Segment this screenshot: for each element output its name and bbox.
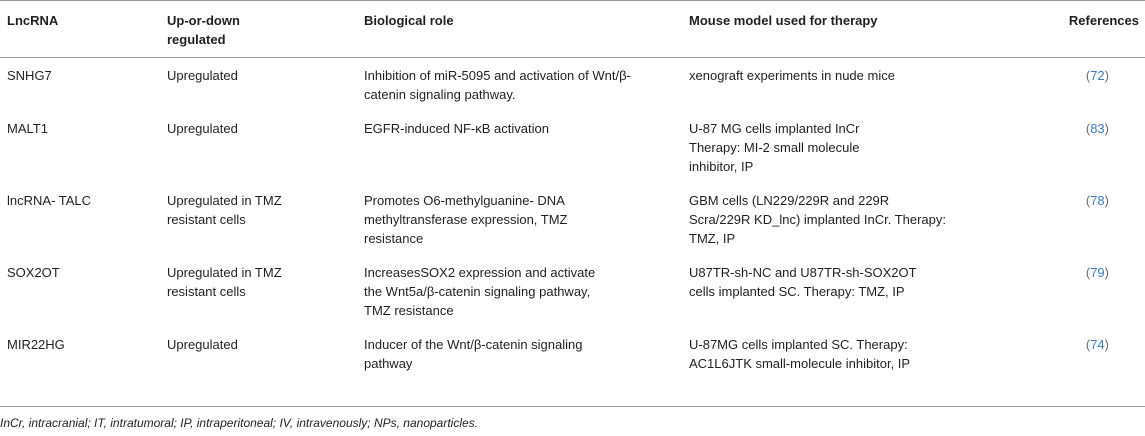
cell-reference[interactable]: (72) bbox=[1085, 68, 1109, 83]
cell-role-text: Promotes O6-methylguanine- DNA methyltra… bbox=[364, 193, 568, 246]
header-mouse-model: Mouse model used for therapy bbox=[689, 13, 878, 28]
cell-role: IncreasesSOX2 expression and activate th… bbox=[364, 255, 689, 327]
cell-model: xenograft experiments in nude mice bbox=[689, 58, 1029, 112]
table-row: lncRNA- TALC Upregulated in TMZ resistan… bbox=[0, 183, 1145, 255]
header-regulation: Up-or-down regulated bbox=[167, 1, 364, 58]
lncrna-table-container: LncRNA Up-or-down regulated Biological r… bbox=[0, 0, 1145, 406]
reference-link[interactable]: 83 bbox=[1090, 121, 1105, 136]
cell-model-text: U-87 MG cells implanted InCr Therapy: MI… bbox=[689, 121, 860, 174]
cell-reference[interactable]: (79) bbox=[1085, 265, 1109, 280]
cell-model: U87TR-sh-NC and U87TR-sh-SOX2OT cells im… bbox=[689, 255, 1029, 327]
cell-lncrna: SOX2OT bbox=[7, 265, 60, 280]
header-references: References bbox=[1068, 13, 1139, 28]
table-row: MALT1 Upregulated EGFR-induced NF-κB act… bbox=[0, 111, 1145, 183]
cell-regulation-text: Upregulated in TMZ resistant cells bbox=[167, 193, 282, 227]
table-header: LncRNA Up-or-down regulated Biological r… bbox=[0, 0, 1145, 58]
cell-role-text: EGFR-induced NF-κB activation bbox=[364, 121, 549, 136]
cell-lncrna: MALT1 bbox=[7, 121, 48, 136]
cell-role-text: Inducer of the Wnt/β-catenin signaling p… bbox=[364, 337, 583, 371]
header-lncrna: LncRNA bbox=[7, 13, 59, 28]
cell-regulation: Upregulated in TMZ resistant cells bbox=[167, 183, 364, 255]
cell-model: U-87MG cells implanted SC. Therapy: AC1L… bbox=[689, 327, 1029, 406]
table-row: SOX2OT Upregulated in TMZ resistant cell… bbox=[0, 255, 1145, 327]
table-body: SNHG7 Upregulated Inhibition of miR-5095… bbox=[0, 58, 1145, 406]
header-row: LncRNA Up-or-down regulated Biological r… bbox=[0, 0, 1145, 58]
cell-model-text: GBM cells (LN229/229R and 229R Scra/229R… bbox=[689, 193, 946, 246]
cell-model-text: xenograft experiments in nude mice bbox=[689, 68, 895, 83]
cell-regulation: Upregulated bbox=[167, 68, 238, 83]
cell-reference[interactable]: (74) bbox=[1085, 337, 1109, 352]
cell-reference[interactable]: (83) bbox=[1085, 121, 1109, 136]
cell-model: GBM cells (LN229/229R and 229R Scra/229R… bbox=[689, 183, 1029, 255]
cell-role-text: IncreasesSOX2 expression and activate th… bbox=[364, 265, 596, 318]
cell-role: Inhibition of miR-5095 and activation of… bbox=[364, 58, 689, 112]
table-row: SNHG7 Upregulated Inhibition of miR-5095… bbox=[0, 58, 1145, 112]
cell-regulation: Upregulated bbox=[167, 121, 238, 136]
cell-role: Inducer of the Wnt/β-catenin signaling p… bbox=[364, 327, 689, 406]
cell-reference[interactable]: (78) bbox=[1085, 193, 1109, 208]
table-footnote: InCr, intracranial; IT, intratumoral; IP… bbox=[0, 416, 479, 430]
reference-link[interactable]: 79 bbox=[1090, 265, 1105, 280]
cell-model: U-87 MG cells implanted InCr Therapy: MI… bbox=[689, 111, 1029, 183]
cell-lncrna: lncRNA- TALC bbox=[7, 193, 92, 208]
lncrna-table: LncRNA Up-or-down regulated Biological r… bbox=[0, 0, 1145, 406]
cell-regulation-text: Upregulated in TMZ resistant cells bbox=[167, 265, 282, 299]
table-row: MIR22HG Upregulated Inducer of the Wnt/β… bbox=[0, 327, 1145, 406]
cell-regulation: Upregulated bbox=[167, 337, 238, 352]
cell-role-text: Inhibition of miR-5095 and activation of… bbox=[364, 68, 631, 102]
cell-regulation: Upregulated in TMZ resistant cells bbox=[167, 255, 364, 327]
cell-model-text: U87TR-sh-NC and U87TR-sh-SOX2OT cells im… bbox=[689, 265, 917, 299]
cell-role: Promotes O6-methylguanine- DNA methyltra… bbox=[364, 183, 689, 255]
header-biological-role: Biological role bbox=[364, 13, 454, 28]
reference-link[interactable]: 74 bbox=[1090, 337, 1105, 352]
cell-role: EGFR-induced NF-κB activation bbox=[364, 111, 689, 183]
reference-link[interactable]: 78 bbox=[1090, 193, 1105, 208]
header-regulation-text: Up-or-down regulated bbox=[167, 13, 240, 47]
cell-lncrna: MIR22HG bbox=[7, 337, 65, 352]
cell-model-text: U-87MG cells implanted SC. Therapy: AC1L… bbox=[689, 337, 911, 371]
reference-link[interactable]: 72 bbox=[1090, 68, 1105, 83]
cell-lncrna: SNHG7 bbox=[7, 68, 52, 83]
